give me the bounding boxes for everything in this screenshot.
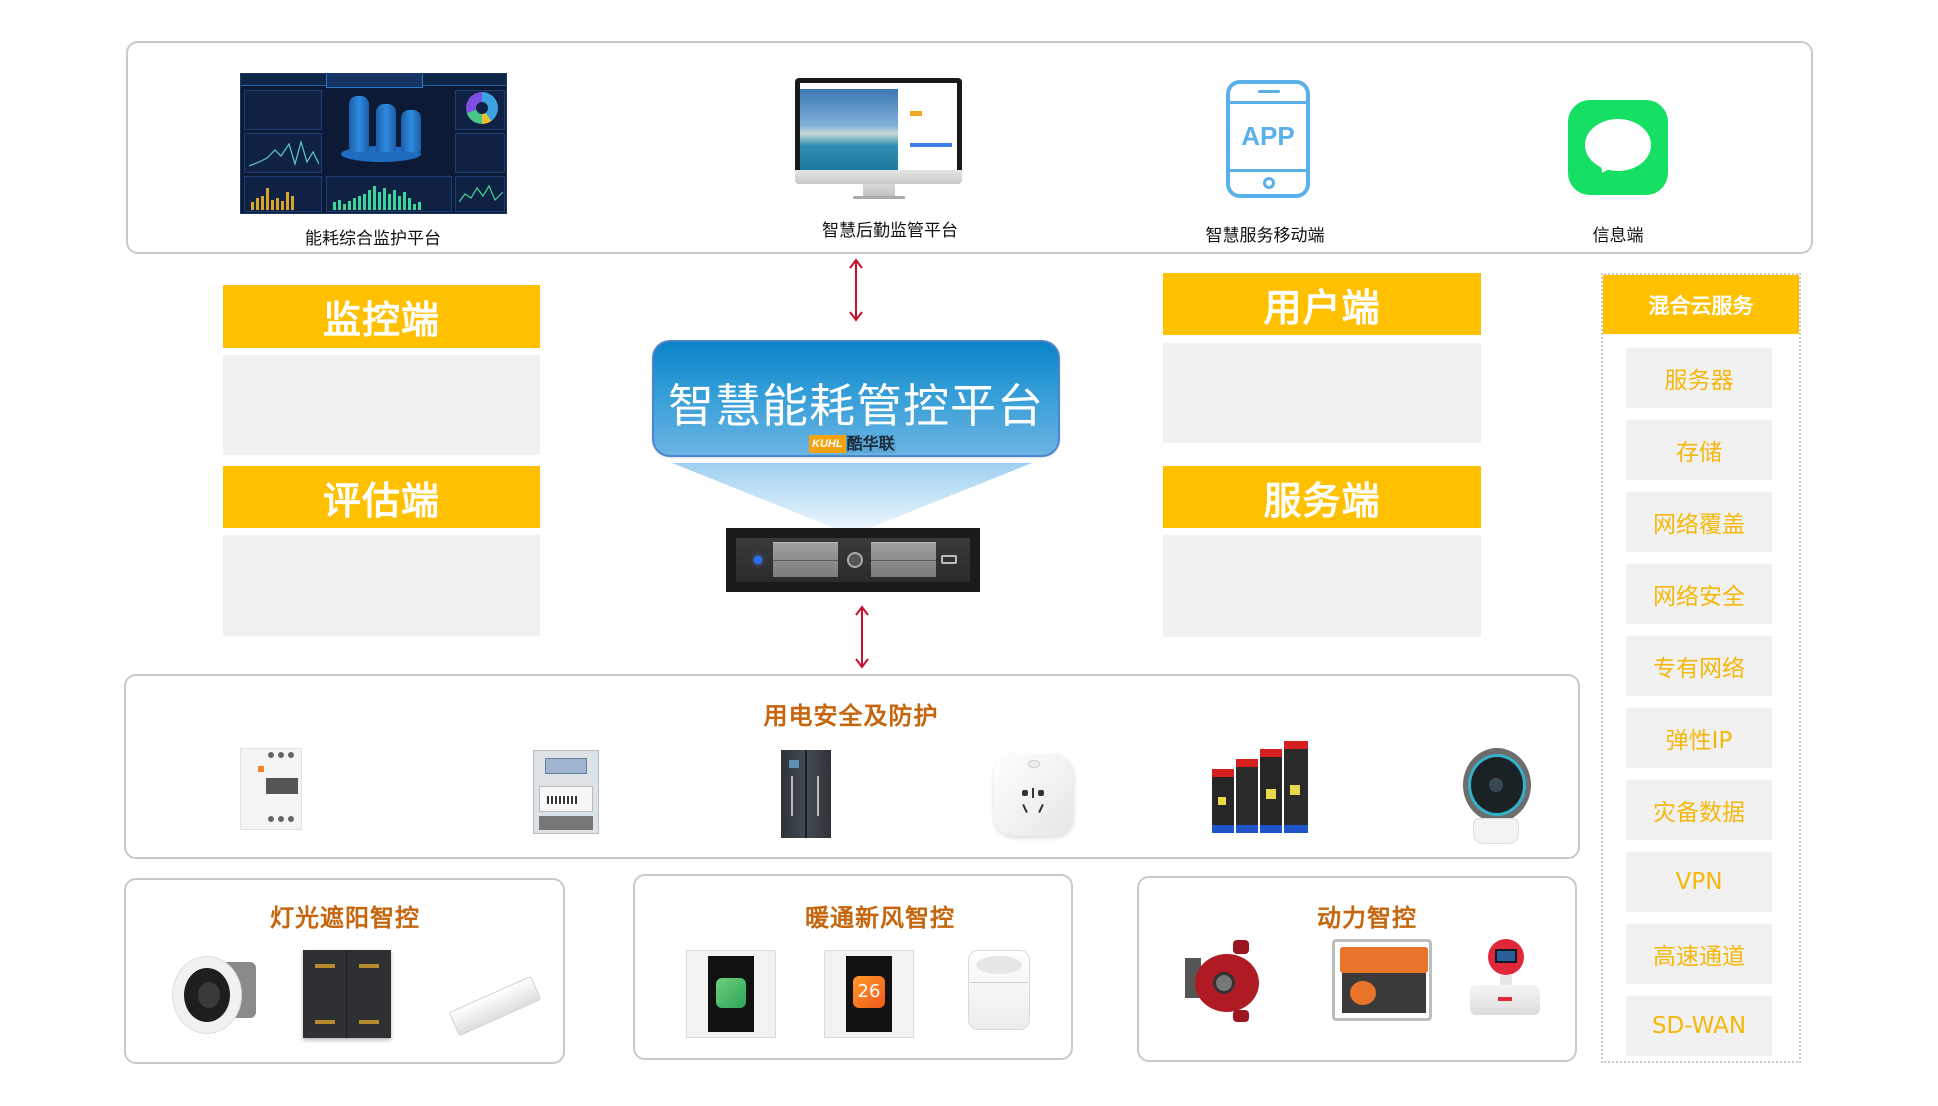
power-control-title: 动力智控	[1317, 904, 1417, 932]
scene-switch-panel-icon	[303, 950, 391, 1038]
panel-evaluation-header: 评估端	[223, 466, 540, 528]
mobile-app-icon[interactable]: APP	[1226, 80, 1310, 198]
curtain-motor-icon	[446, 975, 542, 1037]
cloud-item-storage[interactable]: 存储	[1626, 420, 1772, 480]
platform-label-message: 信息端	[1592, 226, 1644, 246]
cloud-item-server[interactable]: 服务器	[1626, 348, 1772, 408]
fresh-air-thermostat-icon	[686, 950, 776, 1038]
generator-icon	[1330, 935, 1434, 1023]
message-bubble-icon[interactable]	[1568, 100, 1668, 195]
rack-server-icon	[726, 528, 980, 592]
cloud-item-network-security[interactable]: 网络安全	[1626, 564, 1772, 624]
hybrid-cloud-panel: 混合云服务 服务器 存储 网络覆盖 网络安全 专有网络 弹性IP 灾备数据 VP…	[1601, 273, 1801, 1063]
cloud-item-vpn[interactable]: VPN	[1626, 852, 1772, 912]
platform-label-energy-monitoring: 能耗综合监护平台	[305, 229, 441, 249]
cloud-item-disaster-backup[interactable]: 灾备数据	[1626, 780, 1772, 840]
brand-logo-en: KUHL	[809, 435, 846, 453]
electric-meter-icon	[533, 750, 599, 834]
electrical-safety-frame	[124, 674, 1580, 859]
air-sensor-icon	[968, 950, 1030, 1030]
cloud-item-private-network[interactable]: 专有网络	[1626, 636, 1772, 696]
cloud-item-network-coverage[interactable]: 网络覆盖	[1626, 492, 1772, 552]
thermostat-value: 26	[857, 981, 881, 1002]
cloud-item-sd-wan[interactable]: SD-WAN	[1626, 996, 1772, 1056]
flow-meter-icon	[1470, 935, 1540, 1021]
temperature-thermostat-icon: 26	[824, 950, 914, 1038]
platform-title: 智慧能耗管控平台	[668, 379, 1044, 433]
hvac-fresh-air-title: 暖通新风智控	[805, 904, 955, 932]
circulation-pump-icon	[1185, 938, 1269, 1022]
panel-monitoring-body	[223, 355, 540, 455]
panel-service-body	[1163, 535, 1481, 637]
power-module-icon	[1212, 741, 1314, 833]
smart-camera-icon	[1459, 748, 1533, 846]
bidirectional-arrow-icon	[849, 258, 863, 322]
dashboard-screen-icon[interactable]	[240, 73, 507, 214]
panel-user-body	[1163, 343, 1481, 443]
brand-logo-cn: 酷华联	[845, 434, 896, 453]
platform-label-mobile: 智慧服务移动端	[1205, 226, 1325, 246]
projection-beam	[672, 463, 1032, 531]
panel-user-header: 用户端	[1163, 273, 1481, 335]
panel-service-header: 服务端	[1163, 466, 1481, 528]
app-icon-text: APP	[1241, 121, 1295, 151]
lighting-shading-title: 灯光遮阳智控	[270, 904, 420, 932]
circuit-breaker-icon	[240, 748, 302, 830]
brand-logo: KUHL 酷华联	[809, 435, 896, 453]
cloud-item-elastic-ip[interactable]: 弹性IP	[1626, 708, 1772, 768]
platform-label-logistics: 智慧后勤监管平台	[822, 221, 958, 241]
panel-evaluation-body	[223, 535, 540, 636]
hybrid-cloud-header: 混合云服务	[1603, 275, 1799, 334]
cloud-item-express-connect[interactable]: 高速通道	[1626, 924, 1772, 984]
electrical-safety-title: 用电安全及防护	[763, 702, 939, 730]
panel-monitoring-header: 监控端	[223, 285, 540, 348]
distribution-cabinet-icon	[781, 750, 831, 838]
desktop-monitor-icon[interactable]	[795, 78, 962, 200]
downlight-icon	[172, 952, 258, 1036]
central-platform-banner: 智慧能耗管控平台 KUHL 酷华联	[652, 340, 1060, 457]
bidirectional-arrow-icon	[855, 605, 869, 669]
smart-socket-icon	[994, 754, 1074, 836]
